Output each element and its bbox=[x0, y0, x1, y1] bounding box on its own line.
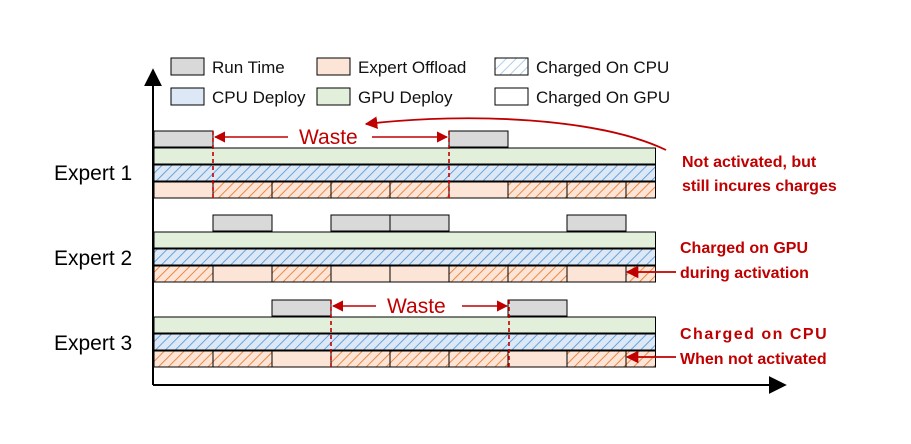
legend-label-charged-on-gpu: Charged On GPU bbox=[536, 88, 670, 107]
legend-swatch-gpu-deploy bbox=[316, 87, 351, 106]
legend-swatch-charged-on-gpu bbox=[494, 87, 529, 106]
expert-2-offload-segment bbox=[448, 265, 509, 283]
expert-2-gpu-deploy-bar bbox=[153, 231, 656, 249]
expert-2-offload-segment bbox=[389, 265, 450, 283]
expert-2-offload-segment bbox=[566, 265, 627, 283]
expert-3-offload-segment bbox=[330, 350, 391, 368]
legend-swatch-cpu-deploy bbox=[170, 87, 205, 106]
expert-1-offload-segment bbox=[625, 181, 656, 199]
expert-3-offload-segment bbox=[566, 350, 627, 368]
expert-3-offload-segment bbox=[448, 350, 509, 368]
legend-label-gpu-deploy: GPU Deploy bbox=[358, 88, 453, 107]
expert-3-offload-segment bbox=[389, 350, 450, 368]
expert-2-offload-segment bbox=[271, 265, 332, 283]
legend-swatch-expert-offload bbox=[316, 57, 351, 76]
legend-label-expert-offload: Expert Offload bbox=[358, 58, 466, 77]
expert-2-offload-segment bbox=[625, 265, 656, 283]
legend: Run Time Expert Offload Charged On CPU C… bbox=[170, 57, 670, 107]
waste-label-expert-3: Waste bbox=[387, 295, 446, 318]
note-3-line-2: When not activated bbox=[680, 351, 827, 368]
expert-3-run-time-block bbox=[271, 299, 332, 317]
expert-1-label: Expert 1 bbox=[54, 162, 132, 185]
expert-1-offload-segment bbox=[507, 181, 568, 199]
note-cpu-charge: Charged on CPU When not activated bbox=[625, 326, 828, 368]
expert-3-offload-segment bbox=[271, 350, 332, 368]
legend-label-cpu-deploy: CPU Deploy bbox=[212, 88, 306, 107]
expert-2-offload-segment bbox=[153, 265, 214, 283]
expert-1-offload-segment bbox=[153, 181, 214, 199]
legend-label-run-time: Run Time bbox=[212, 58, 285, 77]
expert-3-offload-segment bbox=[625, 350, 656, 368]
expert-2-offload-segment bbox=[330, 265, 391, 283]
expert-3-label: Expert 3 bbox=[54, 332, 132, 355]
expert-3-offload-segment bbox=[153, 350, 214, 368]
expert-1-run-time-block bbox=[448, 130, 509, 148]
expert-1-offload-segment bbox=[330, 181, 391, 199]
note-1-arrow bbox=[364, 116, 667, 151]
expert-2-cpu-deploy-bar bbox=[153, 248, 656, 266]
expert-3-gpu-deploy-bar bbox=[153, 316, 656, 334]
expert-3-offload-segment bbox=[212, 350, 273, 368]
note-3-line-1: Charged on CPU bbox=[680, 326, 828, 343]
note-1-line-2: still incures charges bbox=[682, 178, 837, 195]
expert-1-offload-segment bbox=[271, 181, 332, 199]
expert-2-label: Expert 2 bbox=[54, 247, 132, 270]
expert-2-run-time-block bbox=[389, 214, 450, 232]
expert-1-offload-segment bbox=[566, 181, 627, 199]
waste-label-expert-1: Waste bbox=[299, 126, 358, 149]
expert-3-cpu-deploy-bar bbox=[153, 333, 656, 351]
expert-1-offload-segment bbox=[212, 181, 273, 199]
note-2-line-1: Charged on GPU bbox=[680, 240, 808, 257]
expert-1-offload-segment bbox=[389, 181, 450, 199]
expert-3-run-time-block bbox=[507, 299, 568, 317]
expert-2-offload-segment bbox=[507, 265, 568, 283]
note-gpu-charge: Charged on GPU during activation bbox=[625, 240, 809, 282]
legend-swatch-run-time bbox=[170, 57, 205, 76]
note-not-activated: Not activated, but still incures charges bbox=[364, 116, 837, 195]
expert-1-cpu-deploy-bar bbox=[153, 164, 656, 182]
expert-1-gpu-deploy-bar bbox=[153, 147, 656, 165]
expert-2-run-time-block bbox=[212, 214, 273, 232]
expert-timelines bbox=[153, 130, 656, 368]
expert-1-offload-segment bbox=[448, 181, 509, 199]
waste-marker-expert-1: Waste bbox=[212, 126, 450, 200]
expert-2-run-time-block bbox=[330, 214, 391, 232]
legend-swatch-charged-on-cpu bbox=[494, 57, 529, 76]
note-2-line-2: during activation bbox=[680, 265, 809, 282]
expert-3-offload-segment bbox=[507, 350, 568, 368]
expert-1-run-time-block bbox=[153, 130, 214, 148]
expert-2-offload-segment bbox=[212, 265, 273, 283]
note-1-line-1: Not activated, but bbox=[682, 154, 817, 171]
legend-label-charged-on-cpu: Charged On CPU bbox=[536, 58, 669, 77]
waste-marker-expert-3: Waste bbox=[330, 295, 510, 368]
expert-2-run-time-block bbox=[566, 214, 627, 232]
